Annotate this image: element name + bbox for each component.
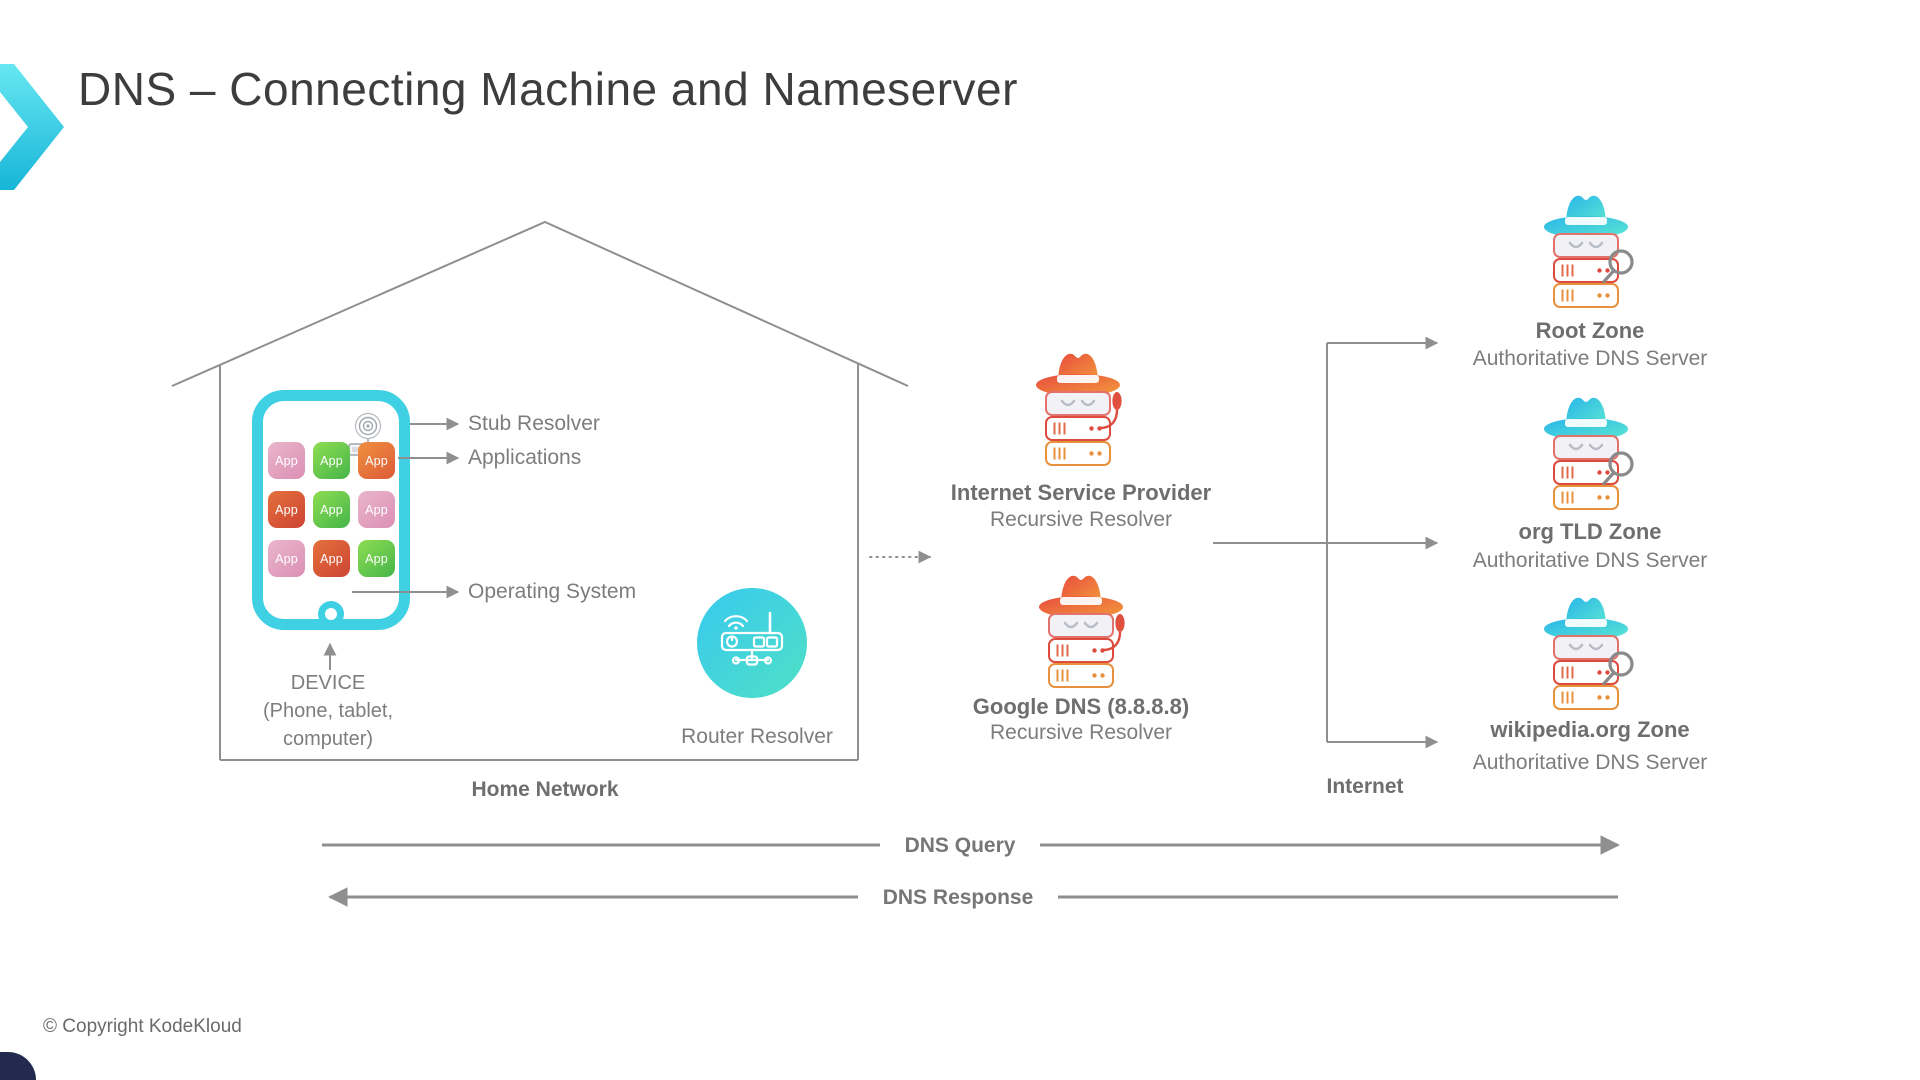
router-resolver-label: Router Resolver [681,725,833,748]
app-icon: App [313,540,350,577]
org-tld-name: org TLD Zone [1518,519,1662,544]
root-zone-server-icon [1541,188,1634,310]
wikipedia-zone-server-icon [1541,590,1634,712]
resolver-nameserver-tree [1213,336,1439,749]
stub-resolver-label: Stub Resolver [468,412,600,435]
app-icon: App [268,540,305,577]
device-caption-line3: computer) [282,728,374,750]
app-icon: App [358,491,395,528]
app-icon: App [358,442,395,479]
router-resolver-icon [697,588,807,698]
isp-server-icon [1033,346,1122,468]
applications-label: Applications [468,446,582,469]
google-dns-name: Google DNS (8.8.8.8) [972,694,1190,719]
isp-subtitle: Recursive Resolver [989,508,1173,531]
page-title: DNS – Connecting Machine and Nameserver [78,63,1018,115]
google-dns-server-icon [1036,568,1125,690]
app-icon: App [358,540,395,577]
app-icon: App [268,491,305,528]
org-tld-server-icon [1541,390,1634,512]
wikipedia-zone-name: wikipedia.org Zone [1490,717,1690,742]
root-zone-subtitle: Authoritative DNS Server [1472,347,1708,370]
operating-system-label: Operating System [468,580,637,603]
app-icon: App [268,442,305,479]
dns-response-label: DNS Response [882,886,1034,909]
corner-accent [0,1052,36,1080]
device-home-button [318,601,344,627]
copyright-text: © Copyright KodeKloud [43,1016,242,1037]
app-icon: App [313,442,350,479]
root-zone-name: Root Zone [1535,318,1645,343]
brand-chevron-icon [0,64,64,190]
internet-label: Internet [1326,775,1404,798]
wikipedia-zone-subtitle: Authoritative DNS Server [1472,751,1708,774]
isp-name: Internet Service Provider [950,480,1212,505]
device-caption: DEVICE (Phone, tablet, computer) [263,669,393,753]
dns-query-label: DNS Query [904,834,1016,857]
org-tld-subtitle: Authoritative DNS Server [1472,549,1708,572]
app-icon: App [313,491,350,528]
device-caption-line1: DEVICE [290,672,366,694]
device-caption-line2: (Phone, tablet, [262,700,394,722]
google-dns-subtitle: Recursive Resolver [989,721,1173,744]
home-network-label: Home Network [471,778,619,801]
